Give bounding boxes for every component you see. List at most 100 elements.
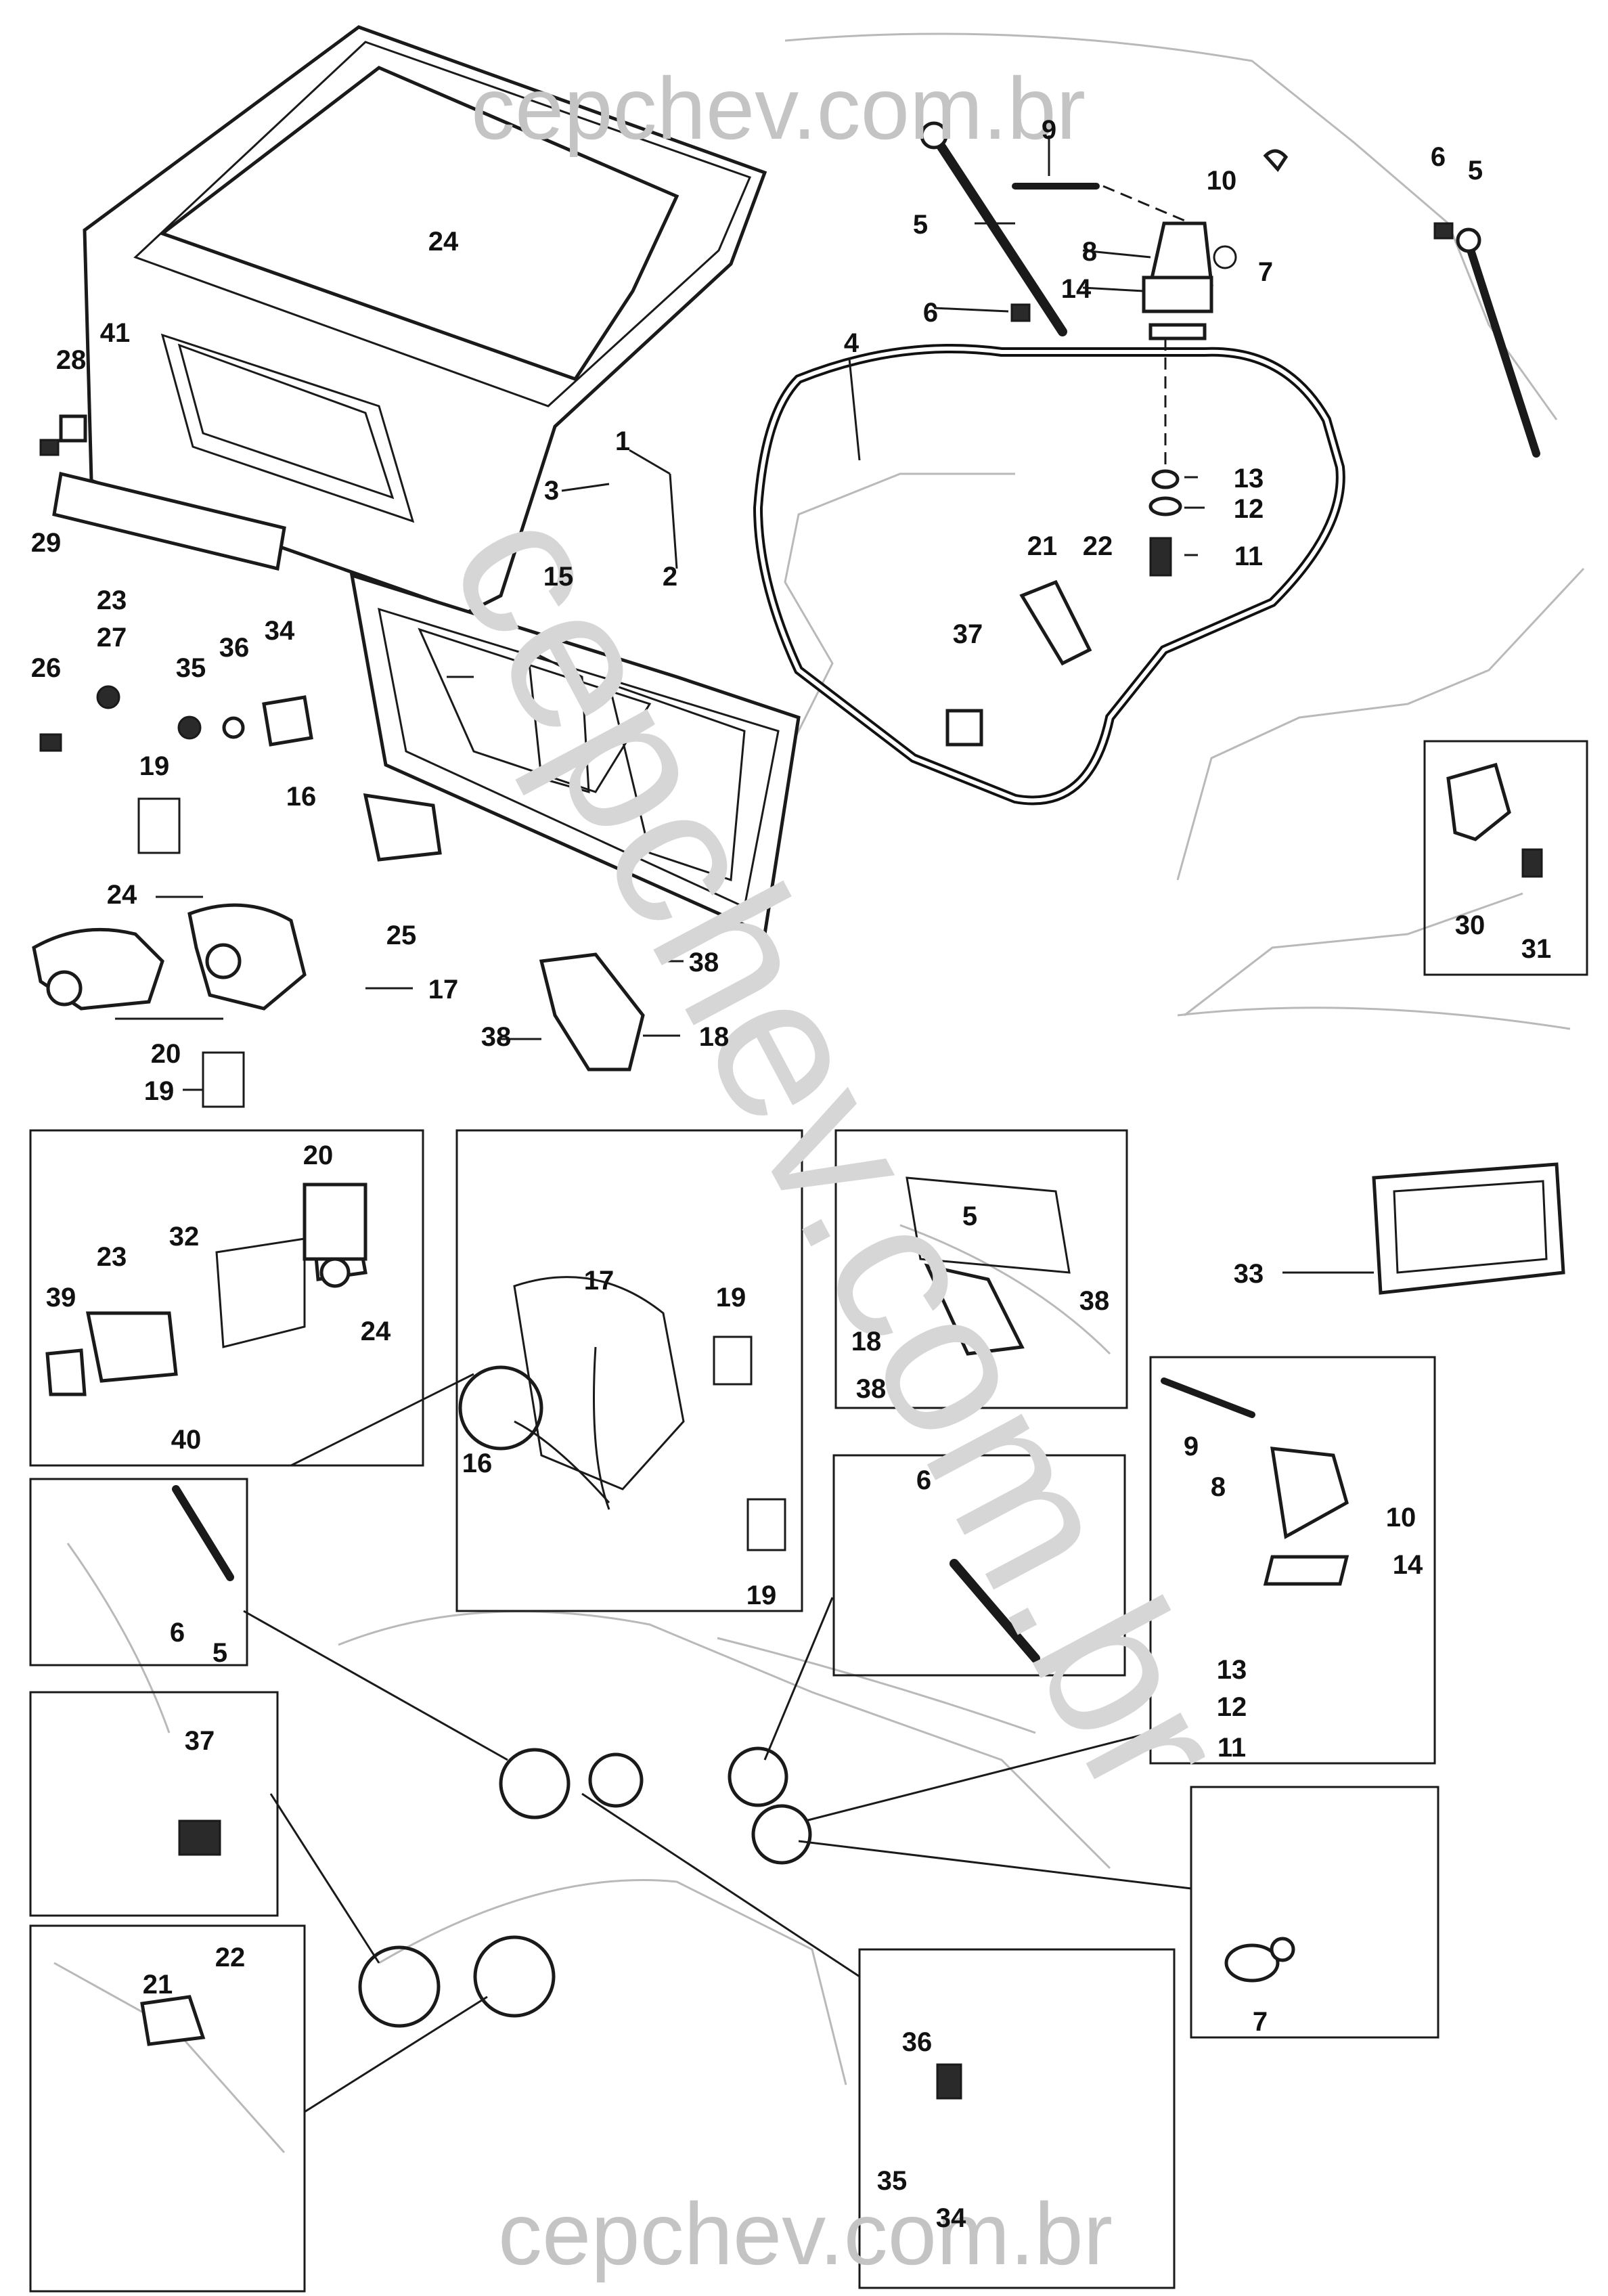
callout-5-strut: 5 <box>962 1201 977 1231</box>
callout-5-top: 5 <box>913 210 928 240</box>
washer-icon <box>945 579 1092 747</box>
callout-17-main: 17 <box>428 975 459 1005</box>
magnifier-callouts <box>243 1365 1192 2113</box>
callout-26: 26 <box>31 653 62 683</box>
callout-21-main: 21 <box>1027 531 1058 561</box>
callout-7-top: 7 <box>1258 257 1273 287</box>
gas-strut-icon <box>920 121 1540 458</box>
inset-hinge-detail <box>1149 1356 1436 1765</box>
callout-20-detail: 20 <box>303 1141 334 1170</box>
callout-6-strut: 6 <box>916 1465 931 1495</box>
callout-38-main-top: 38 <box>689 948 719 977</box>
callout-18-main: 18 <box>699 1022 730 1052</box>
callout-21-detail: 21 <box>143 1970 173 2000</box>
seal-icon <box>753 344 1345 805</box>
callout-27: 27 <box>97 623 127 653</box>
callout-34-detail: 34 <box>936 2203 966 2233</box>
callout-5-mount: 5 <box>213 1638 227 1668</box>
inset-check-stop <box>858 1948 1176 2289</box>
bumper-pad-icon <box>1372 1162 1565 1295</box>
callout-9-detail: 9 <box>1184 1432 1199 1461</box>
callout-32: 32 <box>169 1222 200 1252</box>
inset-bumper-stop <box>29 1691 279 1917</box>
callout-6-mount: 6 <box>170 1618 185 1648</box>
callout-40: 40 <box>171 1425 202 1455</box>
callout-13-detail: 13 <box>1217 1655 1247 1685</box>
callout-22-detail: 22 <box>215 1943 246 1972</box>
callout-35-detail: 35 <box>877 2166 908 2196</box>
callout-1: 1 <box>615 426 630 456</box>
callout-5-right: 5 <box>1468 156 1483 185</box>
callout-41: 41 <box>100 318 131 348</box>
callout-10-detail: 10 <box>1386 1503 1416 1532</box>
callout-18-detail: 18 <box>851 1327 882 1356</box>
callout-8-detail: 8 <box>1211 1472 1226 1502</box>
callout-33: 33 <box>1234 1259 1264 1289</box>
inset-strut-mount <box>29 1478 248 1666</box>
callout-30: 30 <box>1455 910 1486 940</box>
callout-28: 28 <box>56 345 87 375</box>
inset-plug-detail <box>1190 1786 1439 2039</box>
callout-4: 4 <box>844 328 859 358</box>
callout-15: 15 <box>543 562 574 592</box>
tailgate-assembly <box>83 25 801 937</box>
callout-29: 29 <box>31 528 62 558</box>
callout-17-detail: 17 <box>584 1266 615 1296</box>
callout-leaders <box>115 135 1374 1274</box>
inset-rod-detail <box>455 1129 803 1612</box>
callout-38-detail-top: 38 <box>1079 1286 1110 1316</box>
watermark-top: cepchev.com.br <box>471 59 1086 158</box>
callout-8-top: 8 <box>1082 237 1097 267</box>
callout-19-bottom: 19 <box>144 1076 175 1106</box>
callout-2: 2 <box>663 562 677 592</box>
watermark-bottom: cepchev.com.br <box>498 2184 1113 2283</box>
callout-37-detail: 37 <box>185 1726 215 1756</box>
callout-23-detail: 23 <box>97 1242 127 1272</box>
callout-16-main: 16 <box>286 782 317 812</box>
callout-3: 3 <box>544 476 559 506</box>
inset-handle-detail <box>29 1129 424 1467</box>
callout-16-detail: 16 <box>462 1449 493 1478</box>
hinge-bracket-icon <box>1446 762 1543 878</box>
callout-19-detail-bottom: 19 <box>746 1581 777 1610</box>
inset-hinge-bracket <box>1423 740 1588 976</box>
callout-9-top: 9 <box>1042 115 1056 145</box>
callout-10-top: 10 <box>1207 166 1237 196</box>
callout-23-main: 23 <box>97 586 127 615</box>
callout-13-top: 13 <box>1234 464 1264 493</box>
callout-36-detail: 36 <box>902 2027 933 2057</box>
callout-14-detail: 14 <box>1393 1550 1423 1580</box>
nut-icon <box>39 414 245 752</box>
hinge-icon <box>1012 183 1237 340</box>
callout-12-detail: 12 <box>1217 1692 1247 1722</box>
callout-39: 39 <box>46 1283 76 1312</box>
callout-24-top: 24 <box>428 227 459 257</box>
callout-34-main: 34 <box>265 616 295 646</box>
bolt-icon <box>1010 149 1454 577</box>
callout-19-top: 19 <box>139 751 170 781</box>
inset-strut-detail <box>832 1454 1126 1677</box>
inset-latch-detail <box>834 1129 1128 1409</box>
callout-labels: 1 2 3 4 5 5 5 5 6 6 6 6 7 7 8 8 9 9 10 1… <box>31 115 1552 2233</box>
callout-35-main: 35 <box>176 653 206 683</box>
inset-pin-mount <box>29 1924 306 2293</box>
callout-19-detail-top: 19 <box>716 1283 746 1312</box>
latch-icon <box>52 471 1025 1356</box>
callout-25: 25 <box>386 921 417 950</box>
callout-38-main-bottom: 38 <box>481 1022 512 1052</box>
callout-11-detail: 11 <box>1218 1733 1246 1763</box>
callout-11-top: 11 <box>1234 542 1263 571</box>
callout-36-main: 36 <box>219 633 250 663</box>
callout-6-right: 6 <box>1431 142 1446 172</box>
callout-7-plug: 7 <box>1253 2007 1268 2037</box>
callout-24-lock: 24 <box>107 880 137 910</box>
callout-31: 31 <box>1521 934 1552 964</box>
callout-37-main: 37 <box>953 619 983 649</box>
callout-22-main: 22 <box>1083 531 1113 561</box>
callout-12-top: 12 <box>1234 494 1264 524</box>
callout-24-detail: 24 <box>361 1317 391 1346</box>
callout-20-main: 20 <box>151 1039 181 1069</box>
callout-38-detail-bottom: 38 <box>856 1374 887 1404</box>
clip-icon <box>137 797 786 1551</box>
